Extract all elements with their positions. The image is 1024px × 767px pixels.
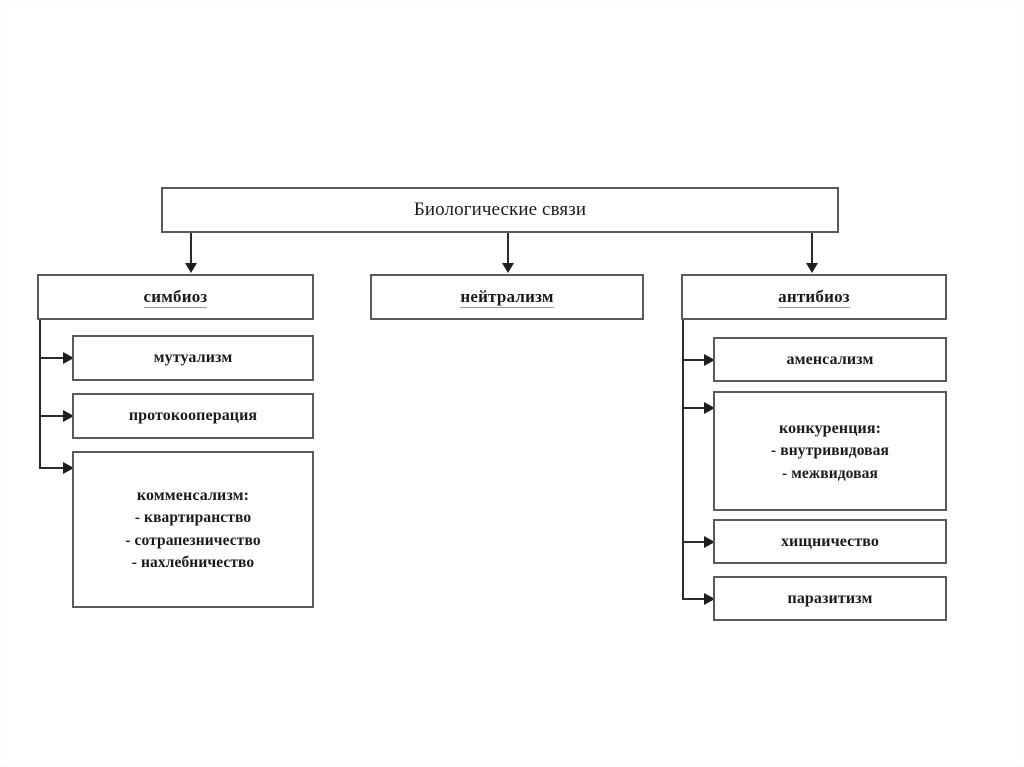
node-commensalism: комменсализм: - квартиранство - сотрапез… xyxy=(72,451,314,608)
node-commensalism-sub-1: - квартиранство xyxy=(134,509,252,527)
node-amensalism-label: аменсализм xyxy=(786,350,874,368)
node-mutualism-label: мутуализм xyxy=(153,349,233,367)
arrowhead-antibiosis-to-predation xyxy=(704,536,715,548)
arrowhead-root-to-neutralism xyxy=(502,263,514,273)
node-protocooperation: протокооперация xyxy=(72,393,314,439)
connector-antibiosis-spine xyxy=(682,320,684,600)
arrowhead-antibiosis-to-parasitism xyxy=(704,593,715,605)
node-symbiosis: симбиоз xyxy=(37,274,314,320)
connector-symbiosis-to-mutualism xyxy=(39,357,65,359)
node-predation: хищничество xyxy=(713,519,947,564)
node-neutralism: нейтрализм xyxy=(370,274,644,320)
node-competition: конкуренция: - внутривидовая - межвидова… xyxy=(713,391,947,511)
node-commensalism-sub-2: - сотрапезничество xyxy=(125,531,261,549)
node-predation-label: хищничество xyxy=(780,532,880,550)
node-competition-label: конкуренция: xyxy=(778,419,882,437)
node-symbiosis-label: симбиоз xyxy=(143,286,208,308)
connector-antibiosis-to-predation xyxy=(682,541,706,543)
arrowhead-symbiosis-to-commensalism xyxy=(63,462,74,474)
node-root-biological-connections: Биологические связи xyxy=(161,187,839,233)
node-parasitism-label: паразитизм xyxy=(787,589,873,607)
node-commensalism-sub-3: - нахлебничество xyxy=(131,554,255,572)
node-commensalism-label: комменсализм: xyxy=(136,487,250,505)
node-competition-sub-2: - межвидовая xyxy=(782,464,878,482)
node-competition-sub-1: - внутривидовая xyxy=(771,442,889,460)
node-antibiosis-label: антибиоз xyxy=(778,286,850,308)
arrowhead-symbiosis-to-protocooperation xyxy=(63,410,74,422)
node-neutralism-label: нейтрализм xyxy=(460,286,554,308)
arrowhead-antibiosis-to-amensalism xyxy=(704,354,715,366)
node-mutualism: мутуализм xyxy=(72,335,314,381)
arrowhead-antibiosis-to-competition xyxy=(704,402,715,414)
arrowhead-root-to-symbiosis xyxy=(185,263,197,273)
node-antibiosis: антибиоз xyxy=(681,274,947,320)
connector-symbiosis-to-protocooperation xyxy=(39,415,65,417)
arrowhead-symbiosis-to-mutualism xyxy=(63,352,74,364)
connector-antibiosis-to-competition xyxy=(682,407,706,409)
connector-symbiosis-to-commensalism xyxy=(39,467,65,469)
node-root-label: Биологические связи xyxy=(413,199,587,221)
connector-symbiosis-spine xyxy=(39,320,41,469)
connector-antibiosis-to-parasitism xyxy=(682,598,706,600)
connector-root-to-symbiosis xyxy=(190,233,192,265)
node-amensalism: аменсализм xyxy=(713,337,947,382)
connector-antibiosis-to-amensalism xyxy=(682,359,706,361)
connector-root-to-antibiosis xyxy=(811,233,813,265)
connector-root-to-neutralism xyxy=(507,233,509,265)
node-protocooperation-label: протокооперация xyxy=(128,407,258,425)
node-parasitism: паразитизм xyxy=(713,576,947,621)
arrowhead-root-to-antibiosis xyxy=(806,263,818,273)
